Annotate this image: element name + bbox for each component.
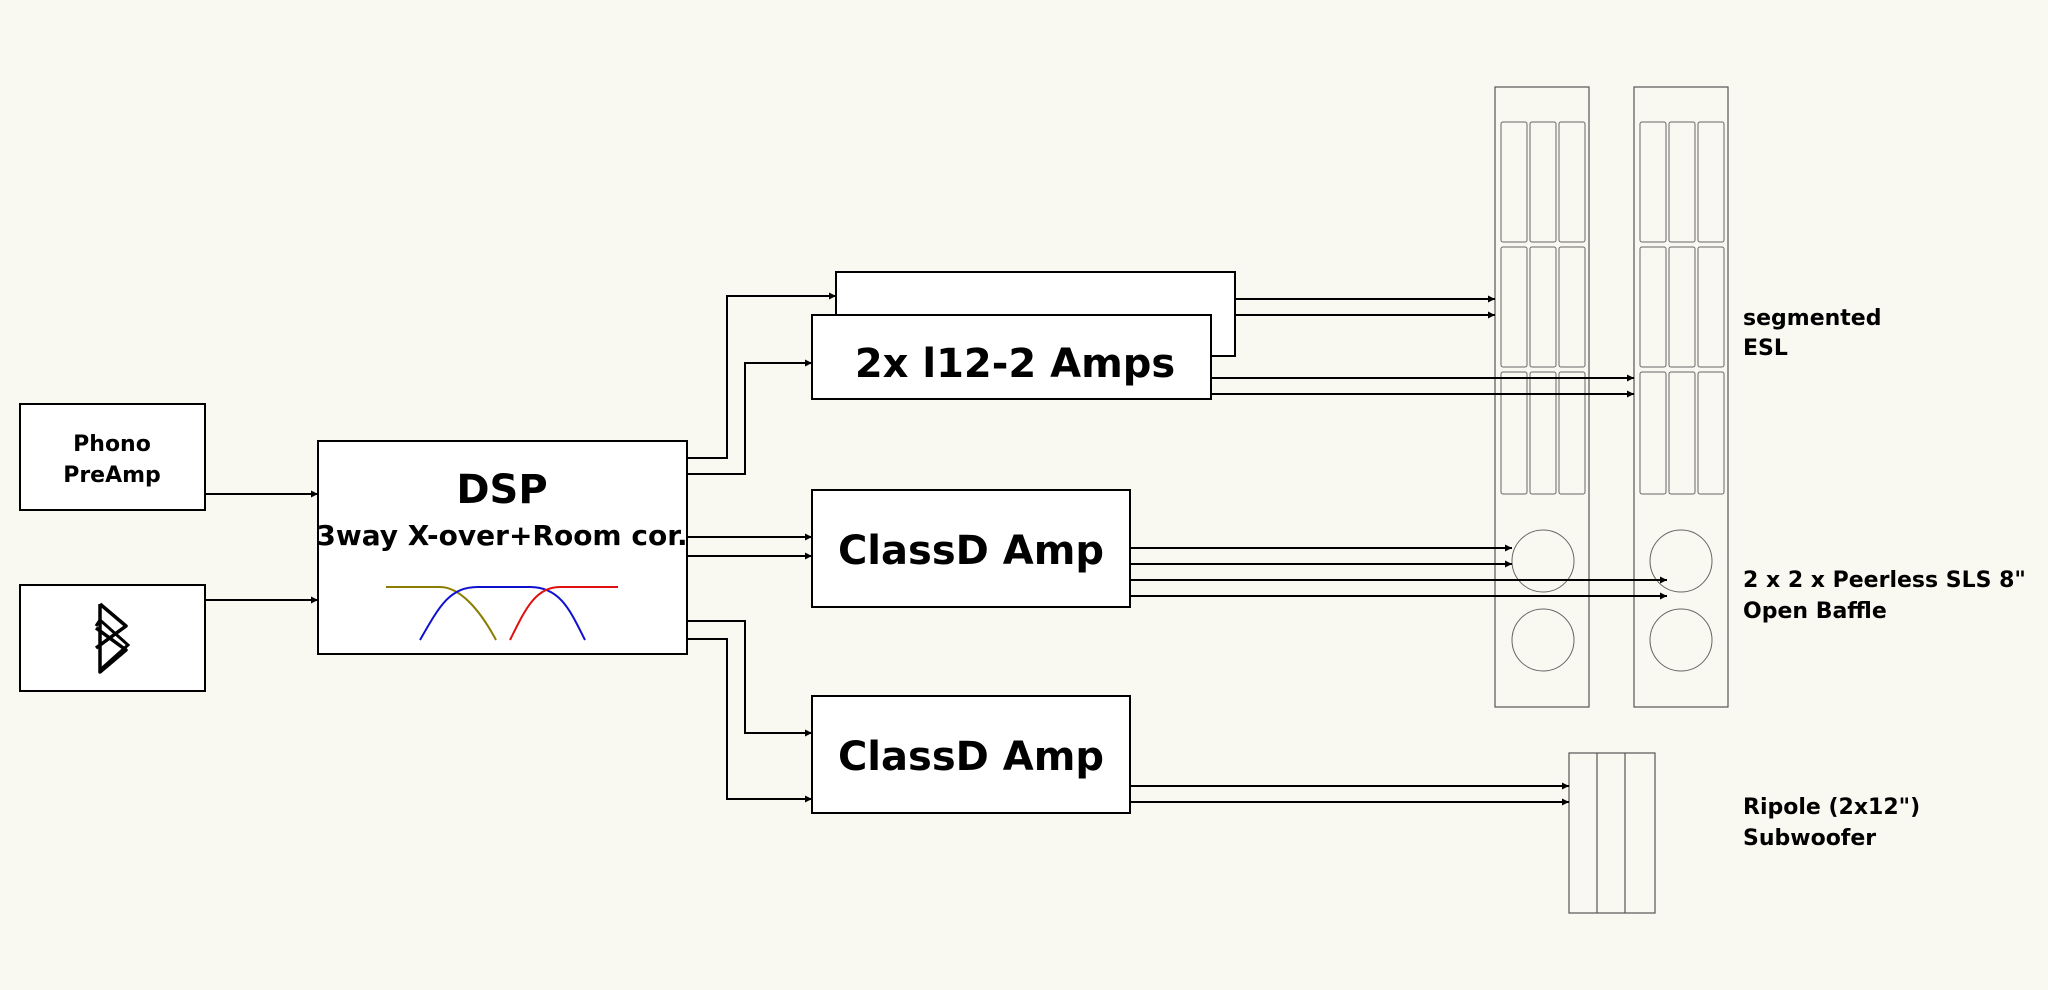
sub-amp-block: ClassD Amp xyxy=(811,695,1131,814)
subwoofer-label: Ripole (2x12") Subwoofer xyxy=(1743,795,1920,851)
woofer-label-line2: Open Baffle xyxy=(1743,599,1887,624)
woofer-label-line1: 2 x 2 x Peerless SLS 8" xyxy=(1743,568,2026,593)
esl-label-line2: ESL xyxy=(1743,336,1788,361)
speaker-tower-left xyxy=(1494,86,1590,708)
phono-label-line2: PreAmp xyxy=(63,463,161,488)
bluetooth-icon-cross xyxy=(94,602,128,674)
woofer-left-lower xyxy=(1511,608,1575,672)
woofer-left-upper xyxy=(1511,529,1575,593)
woofer-right-upper xyxy=(1649,529,1713,593)
esl-label: segmented ESL xyxy=(1743,306,1881,361)
speaker-tower-right xyxy=(1633,86,1729,708)
sub-label-line1: Ripole (2x12") xyxy=(1743,795,1920,820)
crossover-mid-curve xyxy=(419,586,586,641)
crossover-low-curve xyxy=(386,586,497,641)
dsp-block: DSP 3way X-over+Room cor. xyxy=(316,440,688,655)
woofer-right-lower xyxy=(1649,608,1713,672)
ripole-subwoofer xyxy=(1568,752,1656,914)
dsp-subtitle: 3way X-over+Room cor. xyxy=(316,519,687,552)
sub-label-line2: Subwoofer xyxy=(1743,826,1876,851)
mid-amp-label: ClassD Amp xyxy=(838,528,1104,574)
bluetooth-block xyxy=(19,584,206,692)
phono-preamp-block: Phono PreAmp xyxy=(19,403,206,511)
esl-amp-block: 2x l12-2 Amps xyxy=(811,271,1236,400)
esl-amp-label: 2x l12-2 Amps xyxy=(855,341,1175,387)
mid-amp-block: ClassD Amp xyxy=(811,489,1131,608)
woofer-label: 2 x 2 x Peerless SLS 8" Open Baffle xyxy=(1743,568,2026,624)
crossover-high-curve xyxy=(509,586,618,641)
phono-label-line1: Phono xyxy=(73,432,151,457)
signal-wires xyxy=(205,292,1667,806)
sub-amp-label: ClassD Amp xyxy=(838,734,1104,780)
esl-label-line1: segmented xyxy=(1743,306,1881,331)
dsp-title: DSP xyxy=(456,467,547,513)
